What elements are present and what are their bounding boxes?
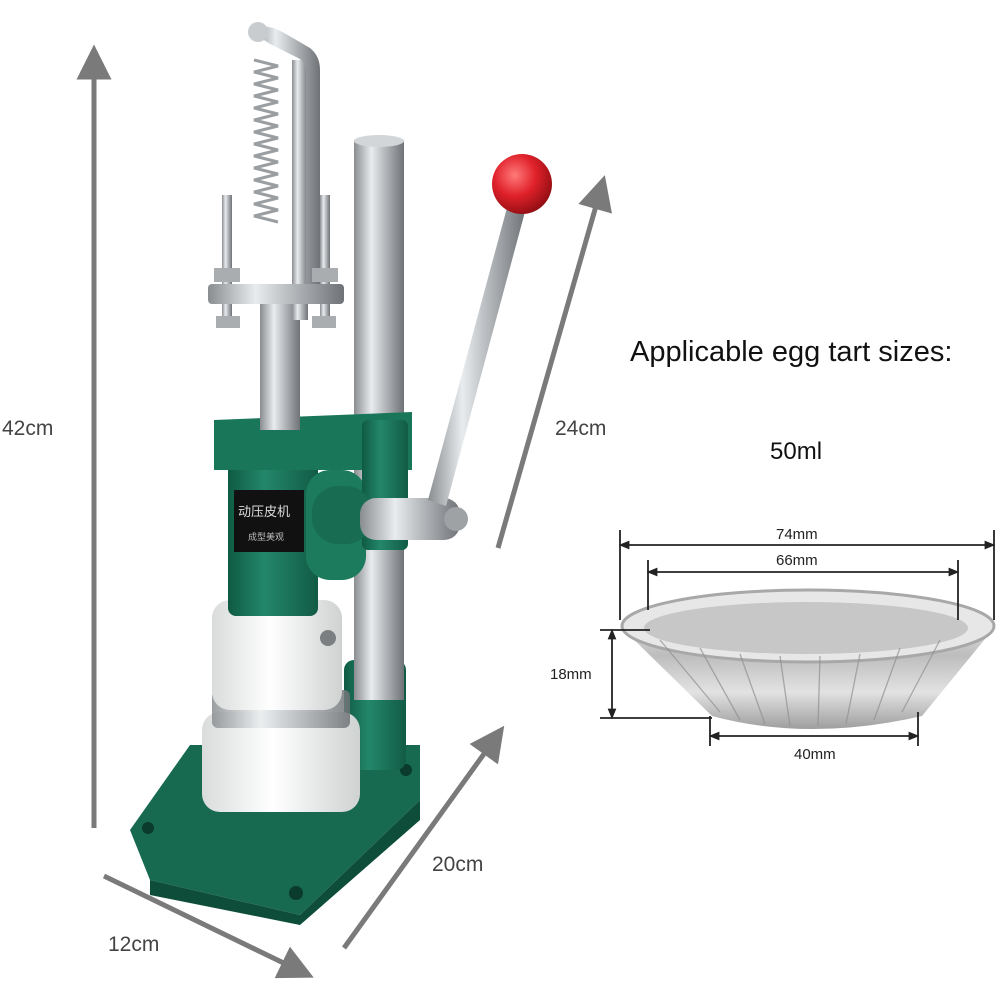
tart-height-label: 18mm: [550, 666, 592, 683]
plate-text-2: 成型美观: [248, 531, 284, 543]
width-label: 12cm: [108, 933, 160, 956]
height-label: 42cm: [2, 417, 54, 440]
handle-length-label: 24cm: [555, 417, 607, 440]
volume-label: 50ml: [770, 438, 823, 465]
handle-arrow: [495, 175, 613, 549]
top-inner-label: 66mm: [776, 552, 818, 569]
bottom-label: 40mm: [794, 746, 836, 763]
dough-press-machine: 动压皮机 成型美观: [130, 22, 552, 925]
width-arrow: [102, 873, 314, 979]
upper-die: [212, 600, 342, 710]
depth-arrow: [341, 725, 505, 950]
lever-handle: [428, 204, 526, 506]
tart-dimensions: [600, 530, 996, 746]
name-plate: [234, 490, 304, 552]
top-outer-label: 74mm: [776, 526, 818, 543]
spring: [253, 58, 279, 224]
dimension-arrows: [76, 44, 613, 979]
depth-label: 20cm: [432, 853, 484, 876]
headline: Applicable egg tart sizes:: [630, 336, 953, 368]
egg-tart-cup: [620, 588, 996, 729]
pivot-pin: [360, 498, 460, 540]
crossbar: [208, 284, 344, 304]
red-knob: [492, 154, 552, 214]
plate-text-1: 动压皮机: [238, 505, 290, 520]
lower-die: [202, 712, 360, 812]
